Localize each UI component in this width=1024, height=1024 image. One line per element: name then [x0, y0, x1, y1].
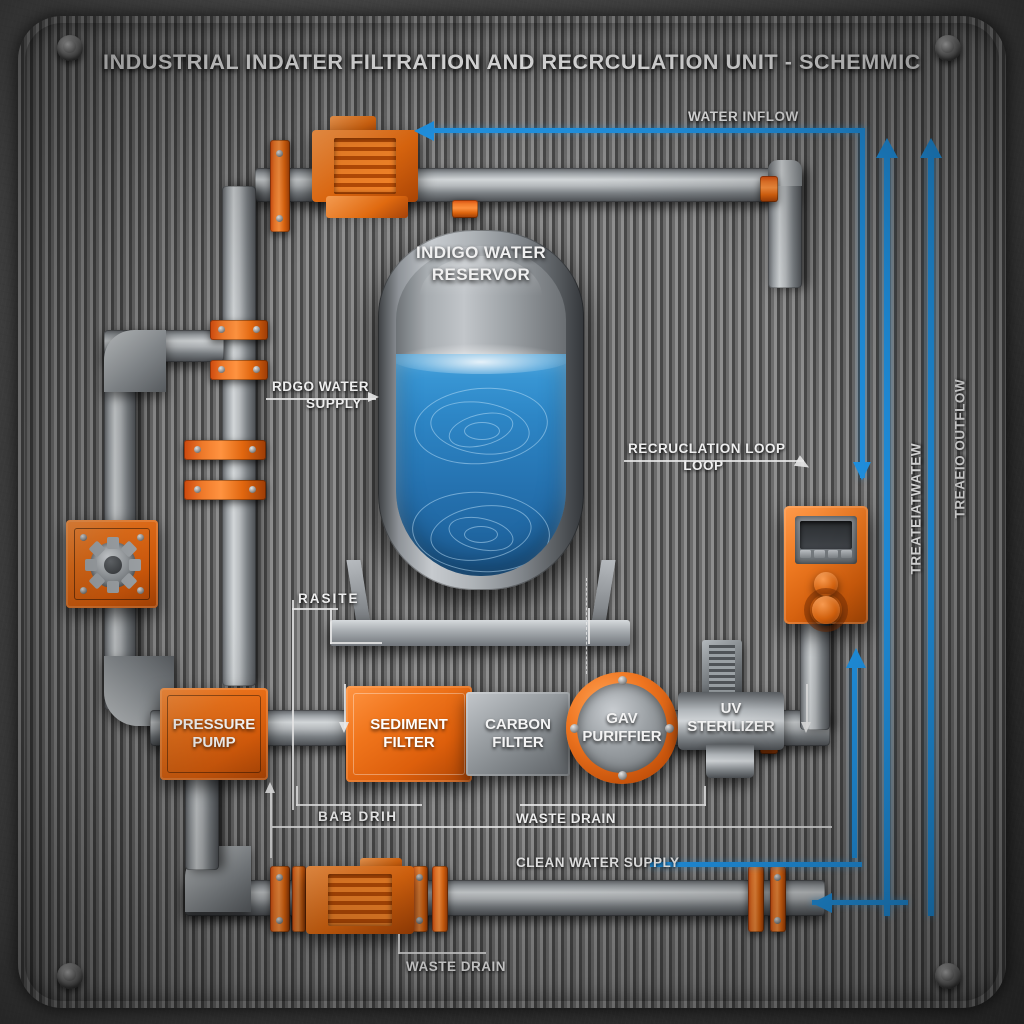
leader-arrow-rdgo: [368, 392, 379, 402]
carbon-filter-label: CARBON FILTER: [485, 715, 551, 751]
leader-line-raste-vertical: [292, 600, 294, 810]
flow-line-treated-water: [884, 156, 890, 916]
screen-button-row[interactable]: [800, 549, 852, 559]
flange-left-upper-2: [210, 360, 268, 380]
leader-down-arrow-1: [339, 722, 349, 733]
top-motor-unit: [312, 130, 418, 202]
frame-bolt: [57, 963, 83, 989]
pipe-elbow-far-left: [104, 330, 166, 392]
page-title: INDUSTRIAL INDATER FILTRATION AND RECRCU…: [103, 50, 921, 74]
flange-top-right: [760, 176, 778, 202]
pipe-left-vertical-main: [222, 186, 256, 686]
flange-top-mid: [452, 200, 478, 218]
flow-line-inflow-horizontal: [432, 128, 864, 133]
bottom-motor-fins: [328, 874, 392, 926]
tank-inner: [396, 246, 566, 576]
control-panel[interactable]: [784, 506, 868, 632]
water-swirl: [464, 422, 500, 440]
frame-bolt: [935, 963, 961, 989]
water-reservoir-tank: INDIGO WATER RESERVOR: [378, 230, 584, 590]
flow-line-treated-outflow: [928, 156, 934, 916]
flow-arrow-down-1: [853, 462, 871, 480]
leader-line-bad-drain: [296, 804, 422, 806]
label-treated-outflow-vertical: TREAEIO OUTFLOW: [952, 378, 968, 519]
label-rdgo-water-supply: RDGO WATER SUPPLY: [272, 379, 369, 412]
flange-bottom-3b: [770, 866, 786, 932]
dashed-connector-tank-purifier: [586, 578, 587, 674]
water-swirl: [464, 526, 498, 543]
label-bad-drain: BAƁ DRIH: [318, 809, 398, 824]
leader-line-bad-drain-v: [296, 786, 298, 806]
tank-label: INDIGO WATER RESERVOR: [415, 243, 547, 285]
flow-arrow-bottom-left: [812, 893, 832, 913]
gear-icon: [85, 537, 141, 593]
uv-motor-fins: [709, 645, 735, 693]
gav-purifier-label: GAV PURIFFIER: [582, 709, 662, 745]
gear-valve-housing: [66, 520, 158, 608]
leader-line-recirc: [624, 460, 804, 462]
leader-line-waste-bottom-v: [398, 934, 400, 954]
leader-line-bracket-h: [330, 642, 382, 644]
leader-line-waste-bottom: [398, 952, 486, 954]
leader-line-bracket-2: [588, 608, 590, 644]
leader-up-arrow-left: [265, 782, 275, 793]
pipe-top-horizontal: [400, 168, 800, 202]
leader-line-waste-mid: [520, 804, 706, 806]
flow-line-mid-vertical: [852, 668, 857, 858]
flange-bottom-3: [748, 866, 764, 932]
pressure-pump[interactable]: PRESSURE PUMP: [160, 688, 268, 780]
flange-top-left: [270, 140, 290, 232]
leader-down-arrow-2: [801, 722, 811, 733]
label-treated-water-vertical: TREATEIATWATEW: [908, 442, 924, 575]
label-raste: RASITE: [298, 591, 360, 606]
flange-left-mid-2: [184, 480, 266, 500]
uv-motor: [702, 640, 742, 698]
uv-sterilizer-label: UV STERILIZER: [687, 700, 775, 736]
tank-water-body: [396, 344, 566, 576]
leader-line-rdgo: [266, 398, 376, 400]
flange-bottom-1: [270, 866, 290, 932]
flow-arrow-inflow: [414, 121, 434, 141]
motor-fins: [334, 138, 396, 194]
carbon-filter[interactable]: CARBON FILTER: [466, 692, 570, 776]
flange-left-mid: [184, 440, 266, 460]
sediment-filter[interactable]: SEDIMENT FILTER: [346, 686, 472, 782]
water-surface: [396, 344, 566, 374]
leader-line-left-up: [270, 790, 272, 858]
flow-line-inflow-vertical: [860, 128, 865, 478]
control-panel-screen[interactable]: [795, 516, 857, 564]
flow-arrow-up-mid: [846, 648, 866, 668]
label-water-inflow: WATER INFLOW: [688, 109, 799, 124]
flange-left-upper: [210, 320, 268, 340]
label-clean-water-supply: CLEAN WATER SUPPLY: [516, 855, 680, 870]
leader-line-waste-long: [272, 826, 832, 828]
bottom-motor-unit: [306, 866, 414, 934]
flange-bottom-2: [412, 866, 428, 932]
screen-display: [800, 521, 852, 549]
leader-line-bracket: [330, 608, 332, 644]
flange-bottom-1b: [292, 866, 306, 932]
flow-arrow-up-outflow: [920, 138, 942, 158]
leader-line-waste-mid-v: [704, 786, 706, 806]
label-recirculation-loop: RECRUCLATION LOOP LOOP: [628, 441, 786, 474]
flange-bottom-2b: [432, 866, 448, 932]
label-waste-drain-bottom: WASTE DRAIN: [406, 959, 506, 974]
flow-line-clean-water: [650, 862, 862, 867]
label-waste-drain-mid: WASTE DRAIN: [516, 811, 616, 826]
top-motor-base: [326, 196, 408, 218]
gav-purifier[interactable]: GAV PURIFFIER: [566, 672, 678, 784]
control-knob-large[interactable]: [812, 596, 840, 624]
uv-sterilizer-outlet: [706, 744, 754, 778]
flow-arrow-up-treated: [876, 138, 898, 158]
